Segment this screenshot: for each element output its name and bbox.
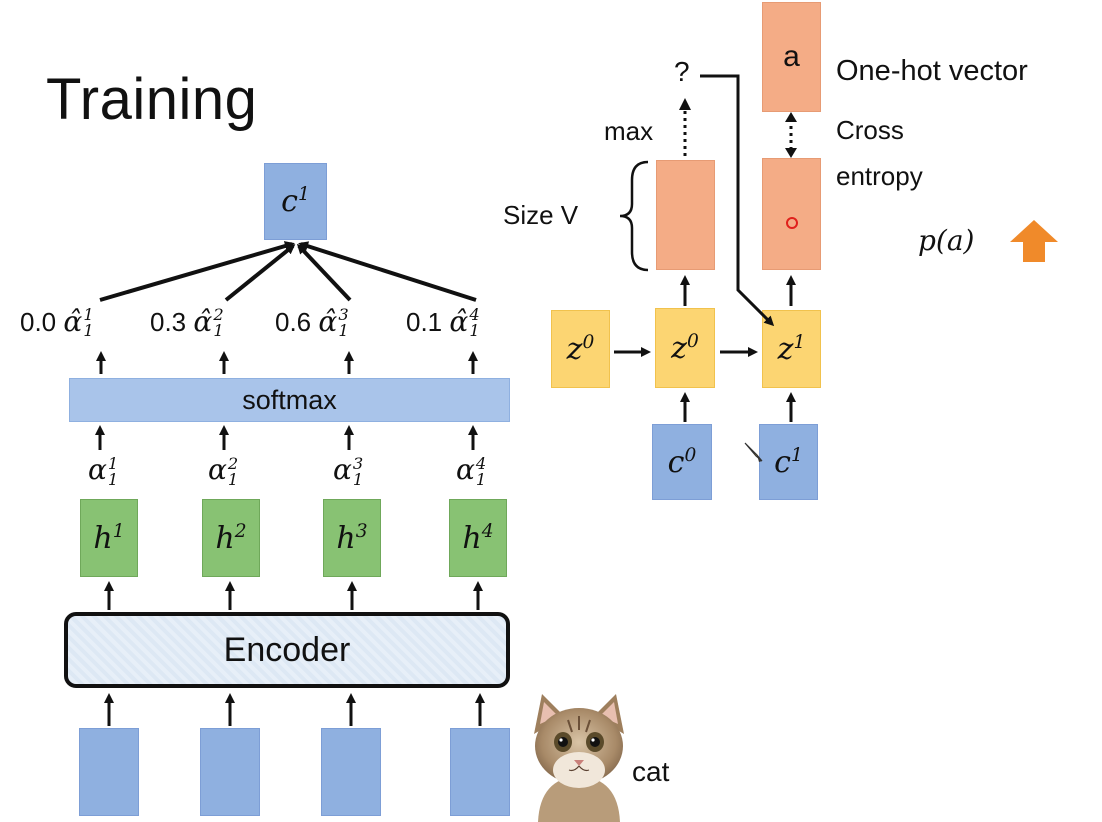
weight-3-value: 0.6 (275, 307, 312, 337)
alpha-4-sup: 4 (475, 454, 487, 473)
context-input-1: c1 (759, 424, 818, 500)
max-label: max (604, 116, 654, 146)
hidden-state-4: h4 (449, 499, 507, 577)
c1-base: c (774, 444, 791, 480)
prob-label: p(a) (918, 224, 975, 257)
cat-image (534, 694, 624, 822)
hidden-1-base: h (93, 520, 113, 556)
output-distribution-box (656, 160, 715, 270)
pencil-cursor-icon (744, 442, 763, 462)
decoder-state-2: z0 (655, 308, 715, 388)
hidden-4-sup: 4 (481, 520, 494, 542)
weight-4-sub: 1 (469, 321, 480, 341)
target-char: a (783, 40, 800, 73)
weight-4-sup: 4 (469, 305, 480, 324)
input-block-1 (79, 728, 139, 816)
predicted-distribution-box (762, 158, 821, 270)
weight-2-sub: 1 (213, 321, 224, 341)
entropy-label: entropy (836, 161, 923, 191)
context-input-0: c0 (652, 424, 712, 500)
weight-1-sub: 1 (83, 321, 94, 341)
context-vector-sup: 1 (297, 184, 310, 205)
z-2-sup: 0 (686, 330, 699, 352)
z-1-base: z (566, 331, 583, 367)
weight-1-sup: 1 (83, 305, 94, 324)
softmax-bar: softmax (69, 378, 510, 422)
alpha-3-sup: 3 (352, 454, 364, 473)
cross-label: Cross (836, 115, 904, 145)
c0-sup: 0 (684, 444, 697, 466)
weight-4-value: 0.1 (406, 307, 443, 337)
pointer-dot (785, 217, 798, 229)
c0-base: c (667, 444, 685, 480)
hidden-state-3: h3 (323, 499, 381, 577)
alpha-2-sub: 1 (227, 470, 239, 490)
size-v-label: Size V (503, 200, 579, 230)
encoder-block: Encoder (64, 612, 510, 688)
weight-1-value: 0.0 (20, 307, 57, 337)
hidden-state-2: h2 (202, 499, 260, 577)
hidden-state-1: h1 (80, 499, 138, 577)
c1-sup: 1 (790, 444, 803, 466)
context-vector-base: c (281, 184, 298, 219)
z-3-base: z (777, 331, 794, 367)
alpha-4-sub: 1 (475, 470, 487, 490)
z-3-sup: 1 (793, 331, 806, 353)
hidden-2-sup: 2 (234, 520, 247, 542)
weight-3-sup: 3 (338, 305, 349, 324)
hidden-3-base: h (336, 520, 356, 556)
alpha-2-sup: 2 (227, 454, 239, 473)
weight-2-value: 0.3 (150, 307, 187, 337)
slide-title: Training (46, 67, 258, 132)
weight-3-sub: 1 (338, 321, 349, 341)
increase-arrow-icon (1010, 220, 1058, 262)
z-1-sup: 0 (582, 331, 595, 353)
hidden-2-base: h (215, 520, 235, 556)
weight-2-sup: 2 (213, 305, 224, 324)
input-block-4 (450, 728, 510, 816)
question-mark: ? (674, 56, 690, 87)
z-2-base: z (671, 330, 687, 366)
alpha-1-sub: 1 (107, 470, 119, 490)
target-onehot-box: a (762, 2, 821, 112)
decoder-state-1: z0 (551, 310, 610, 388)
onehot-label: One-hot vector (836, 55, 1028, 87)
input-block-3 (321, 728, 381, 816)
context-vector-box: c1 (264, 163, 327, 240)
alpha-3-sub: 1 (352, 470, 364, 490)
alpha-1-sup: 1 (107, 454, 119, 473)
hidden-3-sup: 3 (355, 520, 368, 542)
cat-label: cat (632, 756, 670, 787)
hidden-1-sup: 1 (112, 520, 125, 542)
hidden-4-base: h (462, 520, 482, 556)
input-block-2 (200, 728, 260, 816)
